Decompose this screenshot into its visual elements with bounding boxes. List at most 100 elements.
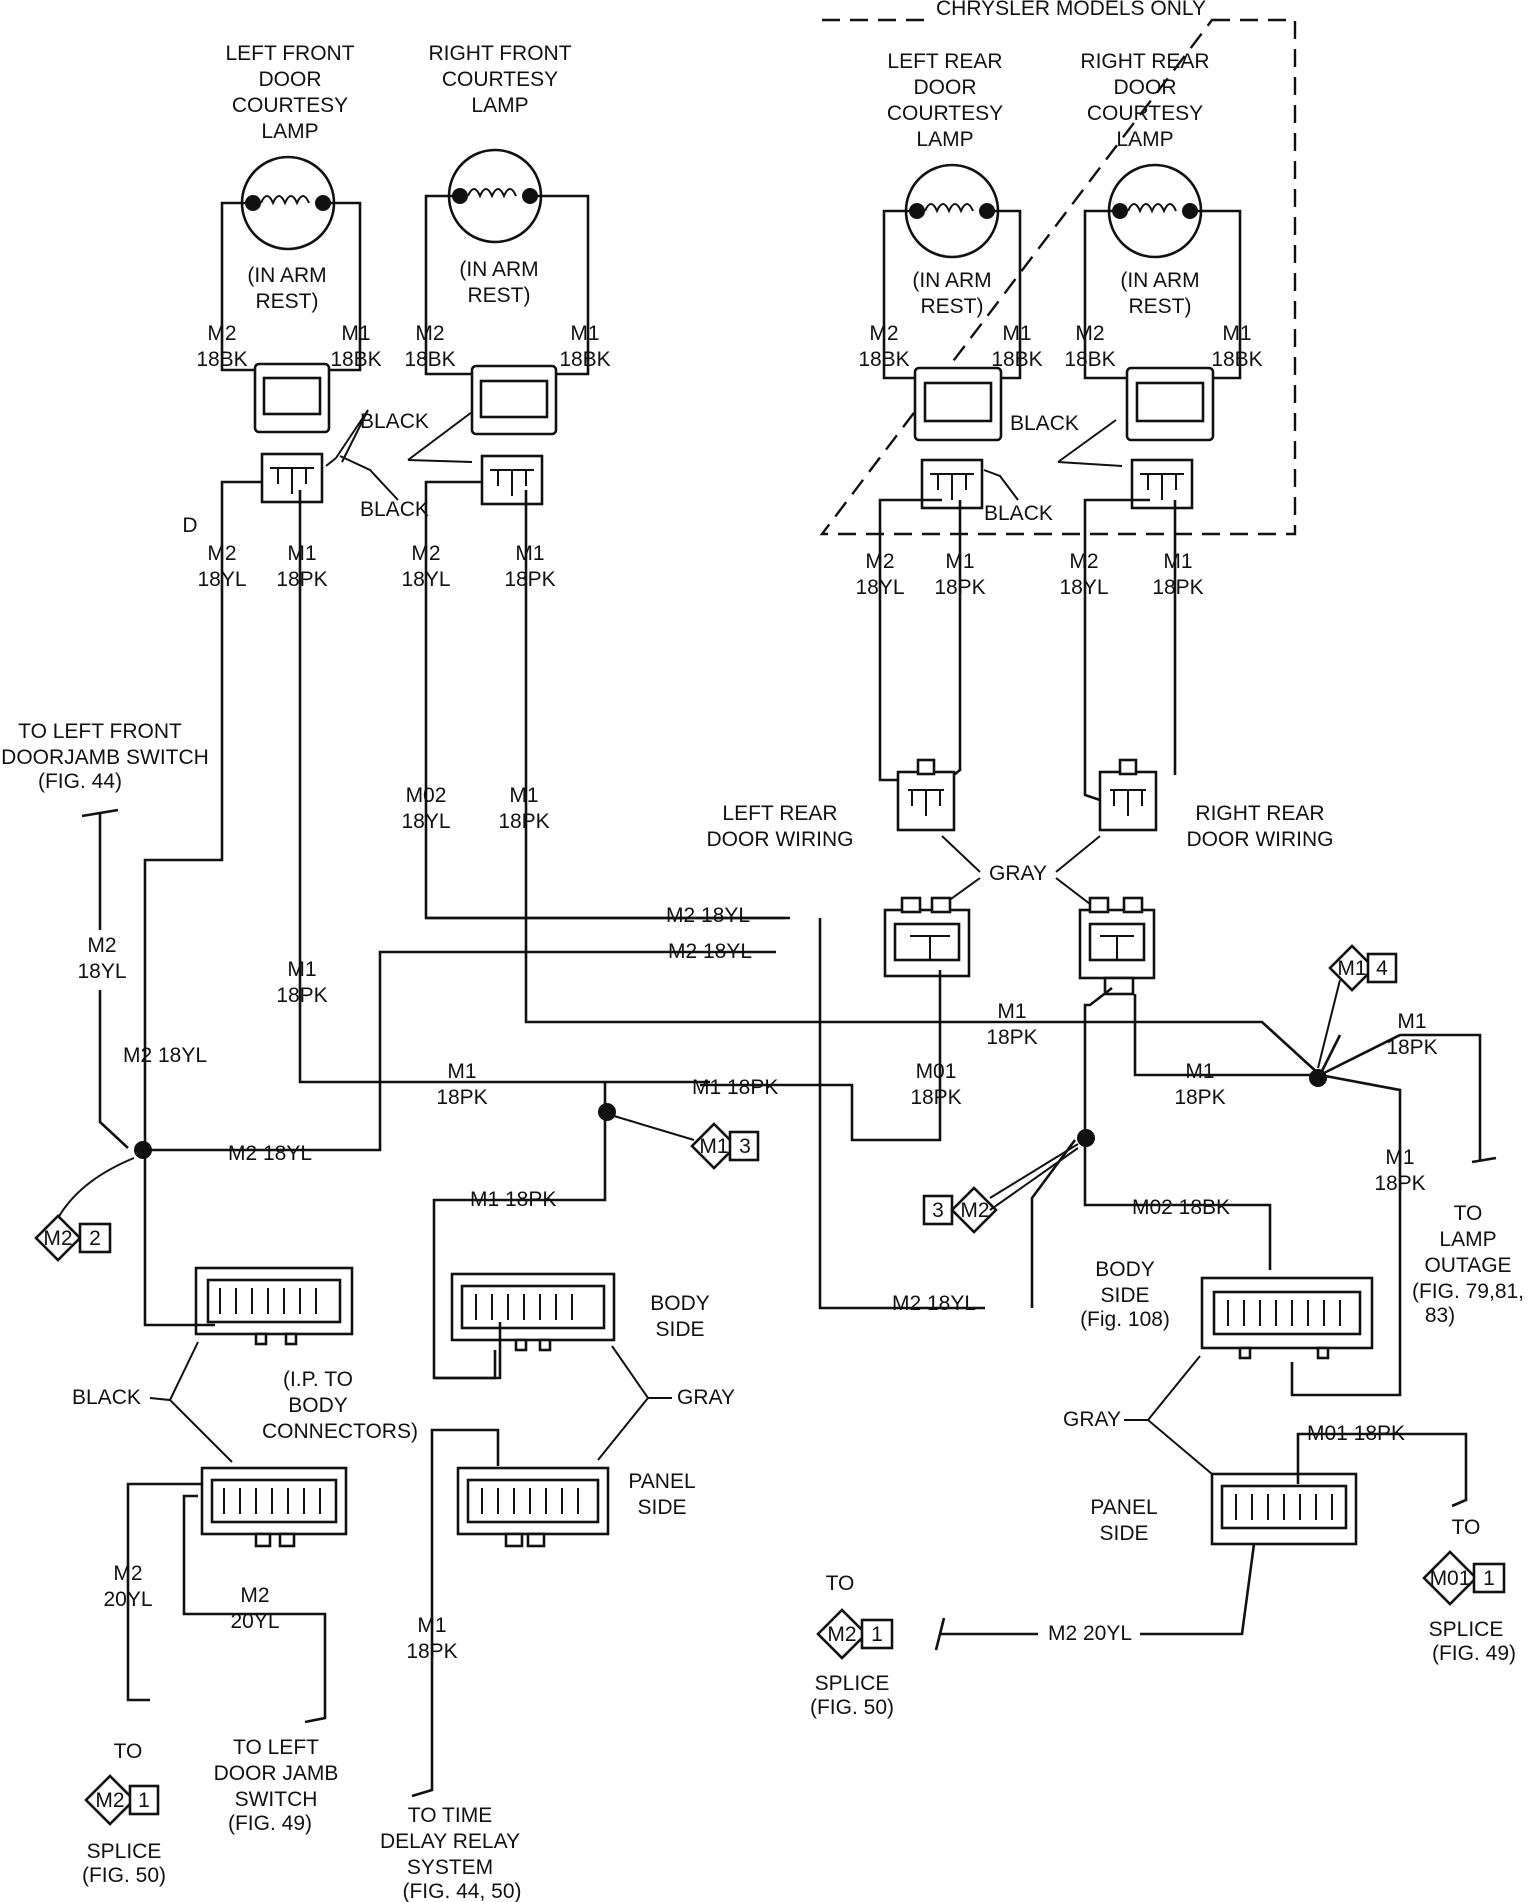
svg-text:18PK: 18PK <box>1174 1086 1225 1109</box>
splice-junctions <box>134 1069 1327 1159</box>
svg-text:(FIG. 79,81,: (FIG. 79,81, <box>1412 1280 1524 1303</box>
svg-text:M1: M1 <box>699 1135 728 1158</box>
svg-text:18BK: 18BK <box>991 348 1042 371</box>
svg-text:COURTESY: COURTESY <box>1087 102 1203 125</box>
svg-text:BODY: BODY <box>650 1292 710 1315</box>
svg-text:LAMP: LAMP <box>1439 1228 1496 1251</box>
svg-text:M2 20YL: M2 20YL <box>1048 1622 1132 1645</box>
svg-text:RIGHT REAR: RIGHT REAR <box>1195 802 1324 825</box>
svg-text:18PK: 18PK <box>498 810 549 833</box>
svg-text:TO TIME: TO TIME <box>408 1804 492 1827</box>
svg-text:M1: M1 <box>1397 1010 1426 1033</box>
svg-text:SPLICE: SPLICE <box>815 1672 890 1695</box>
svg-text:18BK: 18BK <box>196 348 247 371</box>
svg-text:M1: M1 <box>341 322 370 345</box>
svg-text:M1: M1 <box>1002 322 1031 345</box>
right-rear-body-connector <box>1078 896 1156 996</box>
svg-text:18PK: 18PK <box>276 984 327 1007</box>
svg-text:DOOR JAMB: DOOR JAMB <box>214 1762 339 1785</box>
svg-text:M01 18PK: M01 18PK <box>1307 1422 1405 1445</box>
svg-text:LEFT FRONT: LEFT FRONT <box>225 42 354 65</box>
left-front-lamp-connector <box>253 362 331 504</box>
right-front-lamp-symbol: (IN ARM REST) <box>424 148 590 376</box>
svg-text:M2: M2 <box>960 1199 989 1222</box>
svg-text:83): 83) <box>1425 1304 1455 1327</box>
splice-tag-m2-3: 3 M2 <box>922 1143 1079 1234</box>
right-panel-side-connector: PANEL SIDE <box>1090 1472 1358 1546</box>
svg-text:M2 18YL: M2 18YL <box>228 1142 312 1165</box>
svg-text:18BK: 18BK <box>330 348 381 371</box>
svg-text:TO: TO <box>114 1740 143 1763</box>
svg-text:TO LEFT FRONT: TO LEFT FRONT <box>18 720 182 743</box>
right-front-lamp-title: RIGHT FRONT COURTESY LAMP <box>428 42 571 117</box>
svg-text:18YL: 18YL <box>1059 576 1108 599</box>
svg-text:COURTESY: COURTESY <box>887 102 1003 125</box>
svg-text:M2: M2 <box>207 322 236 345</box>
left-rear-lamp-connector <box>913 366 1003 510</box>
svg-text:LAMP: LAMP <box>261 120 318 143</box>
svg-text:M2 18YL: M2 18YL <box>668 940 752 963</box>
svg-text:18BK: 18BK <box>404 348 455 371</box>
svg-text:18PK: 18PK <box>504 568 555 591</box>
svg-text:DOORJAMB SWITCH: DOORJAMB SWITCH <box>1 746 209 769</box>
svg-text:LEFT REAR: LEFT REAR <box>887 50 1002 73</box>
black-callouts-top: BLACK BLACK BLACK BLACK BLACK BLACK <box>325 409 1123 525</box>
svg-text:18BK: 18BK <box>1064 348 1115 371</box>
splice-fig50-center: TO M2 1 SPLICE (FIG. 50) <box>810 1572 894 1719</box>
svg-text:GRAY: GRAY <box>1063 1408 1121 1431</box>
svg-text:(FIG. 44): (FIG. 44) <box>38 770 122 793</box>
svg-text:M2: M2 <box>415 322 444 345</box>
svg-text:REST): REST) <box>921 295 984 318</box>
splice-fig50-bottom-left: TO M2 1 SPLICE (FIG. 50) <box>82 1740 166 1887</box>
svg-text:M1: M1 <box>417 1614 446 1637</box>
splice-tag-m2-2: M2 2 <box>34 1157 135 1262</box>
left-rear-body-connector <box>883 896 971 978</box>
left-rear-lamp-title: LEFT REAR DOOR COURTESY LAMP <box>887 50 1003 151</box>
svg-text:M2: M2 <box>113 1562 142 1585</box>
chrysler-models-only-region: CHRYSLER MODELS ONLY <box>819 0 1297 536</box>
svg-text:M1 18PK: M1 18PK <box>470 1188 556 1211</box>
svg-text:SYSTEM: SYSTEM <box>407 1856 493 1879</box>
svg-text:M02 18BK: M02 18BK <box>1132 1196 1230 1219</box>
svg-text:18BK: 18BK <box>559 348 610 371</box>
svg-text:GRAY: GRAY <box>989 862 1047 885</box>
svg-text:SIDE: SIDE <box>655 1318 704 1341</box>
svg-text:(Fig. 108): (Fig. 108) <box>1080 1308 1170 1331</box>
right-front-lamp-connector <box>470 364 558 506</box>
left-front-lamp-symbol: (IN ARM REST) <box>220 155 362 372</box>
left-rear-lamp-symbol: (IN ARM REST) <box>882 163 1022 380</box>
svg-text:TO: TO <box>1452 1516 1481 1539</box>
svg-text:D: D <box>182 514 197 537</box>
to-lamp-outage-label: TO LAMP OUTAGE (FIG. 79,81, 83) <box>1412 1156 1524 1327</box>
svg-text:18PK: 18PK <box>1152 576 1203 599</box>
svg-text:M1 18PK: M1 18PK <box>692 1076 778 1099</box>
svg-text:1: 1 <box>138 1789 150 1812</box>
svg-text:DOOR: DOOR <box>914 76 977 99</box>
to-time-delay-relay-label: TO TIME DELAY RELAY SYSTEM (FIG. 44, 50) <box>380 1804 522 1902</box>
svg-text:DOOR: DOOR <box>259 68 322 91</box>
svg-text:OUTAGE: OUTAGE <box>1424 1254 1511 1277</box>
svg-text:CONNECTORS): CONNECTORS) <box>262 1420 418 1443</box>
gray-callout-center: GRAY <box>597 1345 735 1461</box>
to-left-door-jamb-switch-label: TO LEFT DOOR JAMB SWITCH (FIG. 49) <box>214 1736 339 1835</box>
svg-text:(IN ARM: (IN ARM <box>459 258 538 281</box>
splice-tag-m1-4: M1 4 <box>1317 944 1398 1069</box>
svg-text:(IN ARM: (IN ARM <box>912 269 991 292</box>
svg-text:M1: M1 <box>287 958 316 981</box>
svg-text:18PK: 18PK <box>276 568 327 591</box>
svg-text:REST): REST) <box>256 290 319 313</box>
svg-text:SIDE: SIDE <box>637 1496 686 1519</box>
svg-text:(I.P. TO: (I.P. TO <box>283 1368 353 1391</box>
left-front-lamp-title: LEFT FRONT DOOR COURTESY LAMP <box>225 42 354 143</box>
svg-text:M1: M1 <box>1385 1146 1414 1169</box>
svg-text:3: 3 <box>739 1135 751 1158</box>
svg-text:M2: M2 <box>411 542 440 565</box>
svg-text:BLACK: BLACK <box>360 410 429 433</box>
svg-text:18PK: 18PK <box>910 1086 961 1109</box>
svg-text:18PK: 18PK <box>986 1026 1037 1049</box>
svg-text:18PK: 18PK <box>436 1086 487 1109</box>
svg-text:(FIG. 44, 50): (FIG. 44, 50) <box>402 1880 521 1902</box>
svg-text:BODY: BODY <box>1095 1258 1155 1281</box>
